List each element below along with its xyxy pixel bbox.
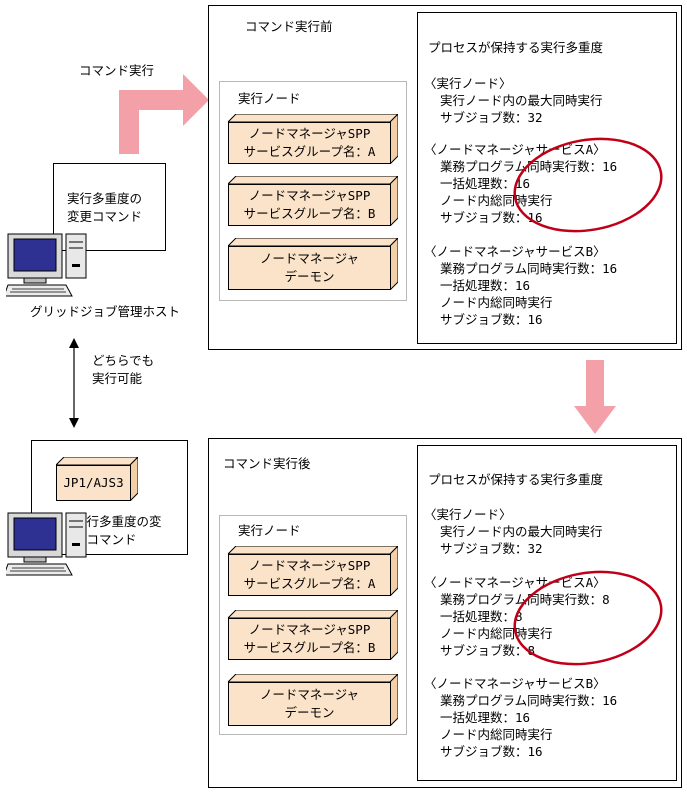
host-label: グリッドジョブ管理ホスト [30, 304, 181, 319]
before-exec-node: 実行ノード ノードマネージャSPP サービスグループ名：A ノードマネージャSP… [219, 81, 407, 301]
jp1-label: JP1/AJS3 [63, 475, 124, 490]
before-section-b-line: 一括処理数：16 [440, 278, 531, 293]
after-exec-node: 実行ノード ノードマネージャSPP サービスグループ名：A ノードマネージャSP… [219, 515, 407, 735]
cmd-box-top-line-1: 実行多重度の [67, 191, 143, 206]
after-daemon-box: ノードマネージャ デーモン [228, 674, 398, 726]
after-box-a-line-1: ノードマネージャSPP [248, 558, 371, 573]
before-exec-node-label: 実行ノード [238, 91, 301, 106]
after-section-node-line: 実行ノード内の最大同時実行 [440, 524, 603, 539]
before-box-a-line-1: ノードマネージャSPP [248, 126, 371, 141]
after-section-a-line: 業務プログラム同時実行数：8 [440, 592, 610, 607]
before-process-box: プロセスが保持する実行多重度 〈実行ノード〉 実行ノード内の最大同時実行 サブジ… [417, 12, 677, 344]
bidirectional-arrow [69, 338, 79, 428]
after-section-node-line: サブジョブ数：32 [440, 541, 543, 556]
after-box-a-line-2: サービスグループ名：A [243, 576, 376, 591]
after-section-a-line: 一括処理数：8 [440, 609, 523, 624]
before-section-node-line: 実行ノード内の最大同時実行 [440, 93, 603, 108]
after-spp-box-b: ノードマネージャSPP サービスグループ名：B [228, 610, 398, 660]
before-section-b-line: ノード内総同時実行 [440, 295, 553, 310]
after-title: コマンド実行後 [223, 456, 311, 471]
before-section-a-line: ノード内総同時実行 [440, 193, 553, 208]
cmd-box-top-line-2: 変更コマンド [67, 209, 143, 224]
command-exec-arrow [119, 74, 209, 154]
after-panel: コマンド実行後 実行ノード ノードマネージャSPP サービスグループ名：A ノー… [208, 438, 682, 788]
before-box-a-line-2: サービスグループ名：A [243, 144, 376, 159]
before-section-a-line: サブジョブ数：16 [440, 210, 543, 225]
before-daemon-box: ノードマネージャ デーモン [228, 238, 398, 290]
after-section-b-line: ノード内総同時実行 [440, 727, 553, 742]
after-process-title: プロセスが保持する実行多重度 [428, 472, 604, 487]
jp1-ajs3-box: JP1/AJS3 [56, 457, 138, 501]
after-exec-node-label: 実行ノード [238, 523, 301, 538]
before-section-b-line: 業務プログラム同時実行数：16 [440, 261, 618, 276]
computer-icon [6, 233, 87, 297]
after-section-b-line: サブジョブ数：16 [440, 744, 543, 759]
command-exec-label: コマンド実行 [79, 63, 155, 78]
after-process-box: プロセスが保持する実行多重度 〈実行ノード〉 実行ノード内の最大同時実行 サブジ… [417, 445, 677, 781]
change-command-box-top: 実行多重度の 変更コマンド [53, 163, 166, 251]
before-section-node-line: サブジョブ数：32 [440, 110, 543, 125]
before-process-title: プロセスが保持する実行多重度 [428, 40, 604, 55]
before-section-b-header: 〈ノードマネージャサービスB〉 [424, 244, 606, 259]
after-daemon-line-1: ノードマネージャ [259, 687, 360, 702]
before-panel: コマンド実行前 実行ノード ノードマネージャSPP サービスグループ名：A ノー… [208, 5, 682, 350]
highlight-circle-before [513, 137, 663, 233]
before-section-node-header: 〈実行ノード〉 [424, 76, 512, 91]
before-daemon-line-2: デーモン [284, 269, 335, 284]
after-box-b-line-1: ノードマネージャSPP [248, 622, 371, 637]
highlight-circle-after [513, 570, 663, 666]
after-section-a-line: ノード内総同時実行 [440, 626, 553, 641]
either-label-line-2: 実行可能 [92, 371, 143, 386]
after-daemon-line-2: デーモン [284, 705, 335, 720]
after-spp-box-a: ノードマネージャSPP サービスグループ名：A [228, 546, 398, 596]
either-label-line-1: どちらでも [92, 353, 155, 368]
before-section-b-line: サブジョブ数：16 [440, 312, 543, 327]
after-section-b-line: 業務プログラム同時実行数：16 [440, 693, 618, 708]
before-box-b-line-2: サービスグループ名：B [243, 206, 376, 221]
computer-icon-bottom [6, 512, 87, 576]
before-box-b-line-1: ノードマネージャSPP [248, 188, 371, 203]
cmd-box-bottom-line-2: 更コマンド [74, 532, 137, 547]
before-daemon-line-1: ノードマネージャ [259, 251, 360, 266]
after-section-b-line: 一括処理数：16 [440, 710, 531, 725]
after-box-b-line-2: サービスグループ名：B [243, 640, 376, 655]
before-spp-box-a: ノードマネージャSPP サービスグループ名：A [228, 114, 398, 164]
before-spp-box-b: ノードマネージャSPP サービスグループ名：B [228, 176, 398, 226]
cmd-box-bottom-line-1: 実行多重度の変 [74, 514, 162, 529]
before-title: コマンド実行前 [245, 19, 333, 34]
before-section-a-line: 一括処理数：16 [440, 176, 531, 191]
after-section-node-header: 〈実行ノード〉 [424, 507, 512, 522]
down-arrow [574, 360, 616, 434]
after-section-a-line: サブジョブ数：8 [440, 643, 536, 658]
after-section-b-header: 〈ノードマネージャサービスB〉 [424, 676, 606, 691]
